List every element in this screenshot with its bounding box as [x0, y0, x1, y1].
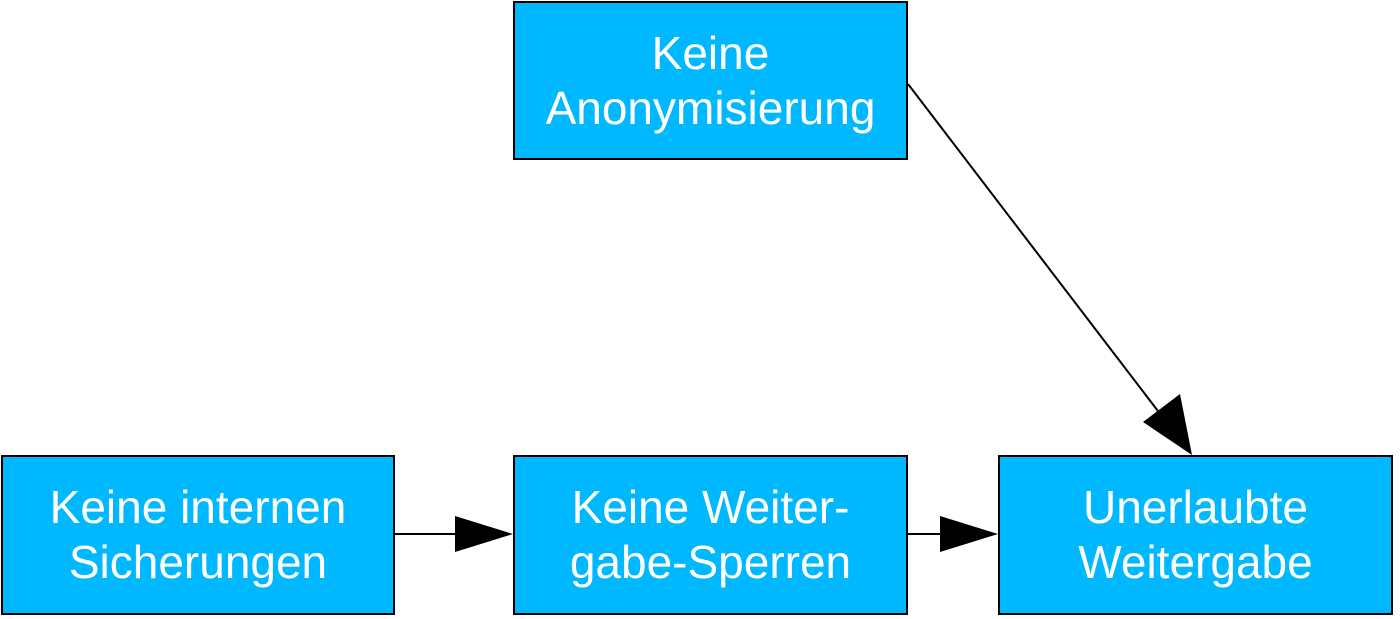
node-label-line: Unerlaubte	[1082, 481, 1309, 533]
node-label-line: Keine internen	[49, 481, 347, 533]
arrowhead-internal-backups-to-forwarding-locks	[455, 516, 513, 552]
node-label-line: Anonymisierung	[545, 81, 876, 134]
edge-anonymization-to-unauthorized	[907, 83, 1175, 433]
node-label-line: Keine Weiter-	[571, 481, 850, 533]
node-label-line: Weitergabe	[1078, 536, 1313, 588]
node-keine-internen-sicherungen: Keine internen Sicherungen	[1, 455, 395, 615]
node-label-line: gabe-Sperren	[569, 536, 852, 588]
node-label-line: Keine	[651, 26, 770, 79]
node-unerlaubte-weitergabe: Unerlaubte Weitergabe	[998, 455, 1393, 615]
node-keine-weitergabe-sperren: Keine Weiter- gabe-Sperren	[513, 455, 908, 615]
node-keine-anonymisierung: Keine Anonymisierung	[513, 1, 908, 160]
node-label-line: Sicherungen	[68, 536, 328, 588]
arrowhead-forwarding-locks-to-unauthorized	[940, 516, 998, 552]
arrowhead-anonymization-to-unauthorized	[1143, 394, 1192, 455]
